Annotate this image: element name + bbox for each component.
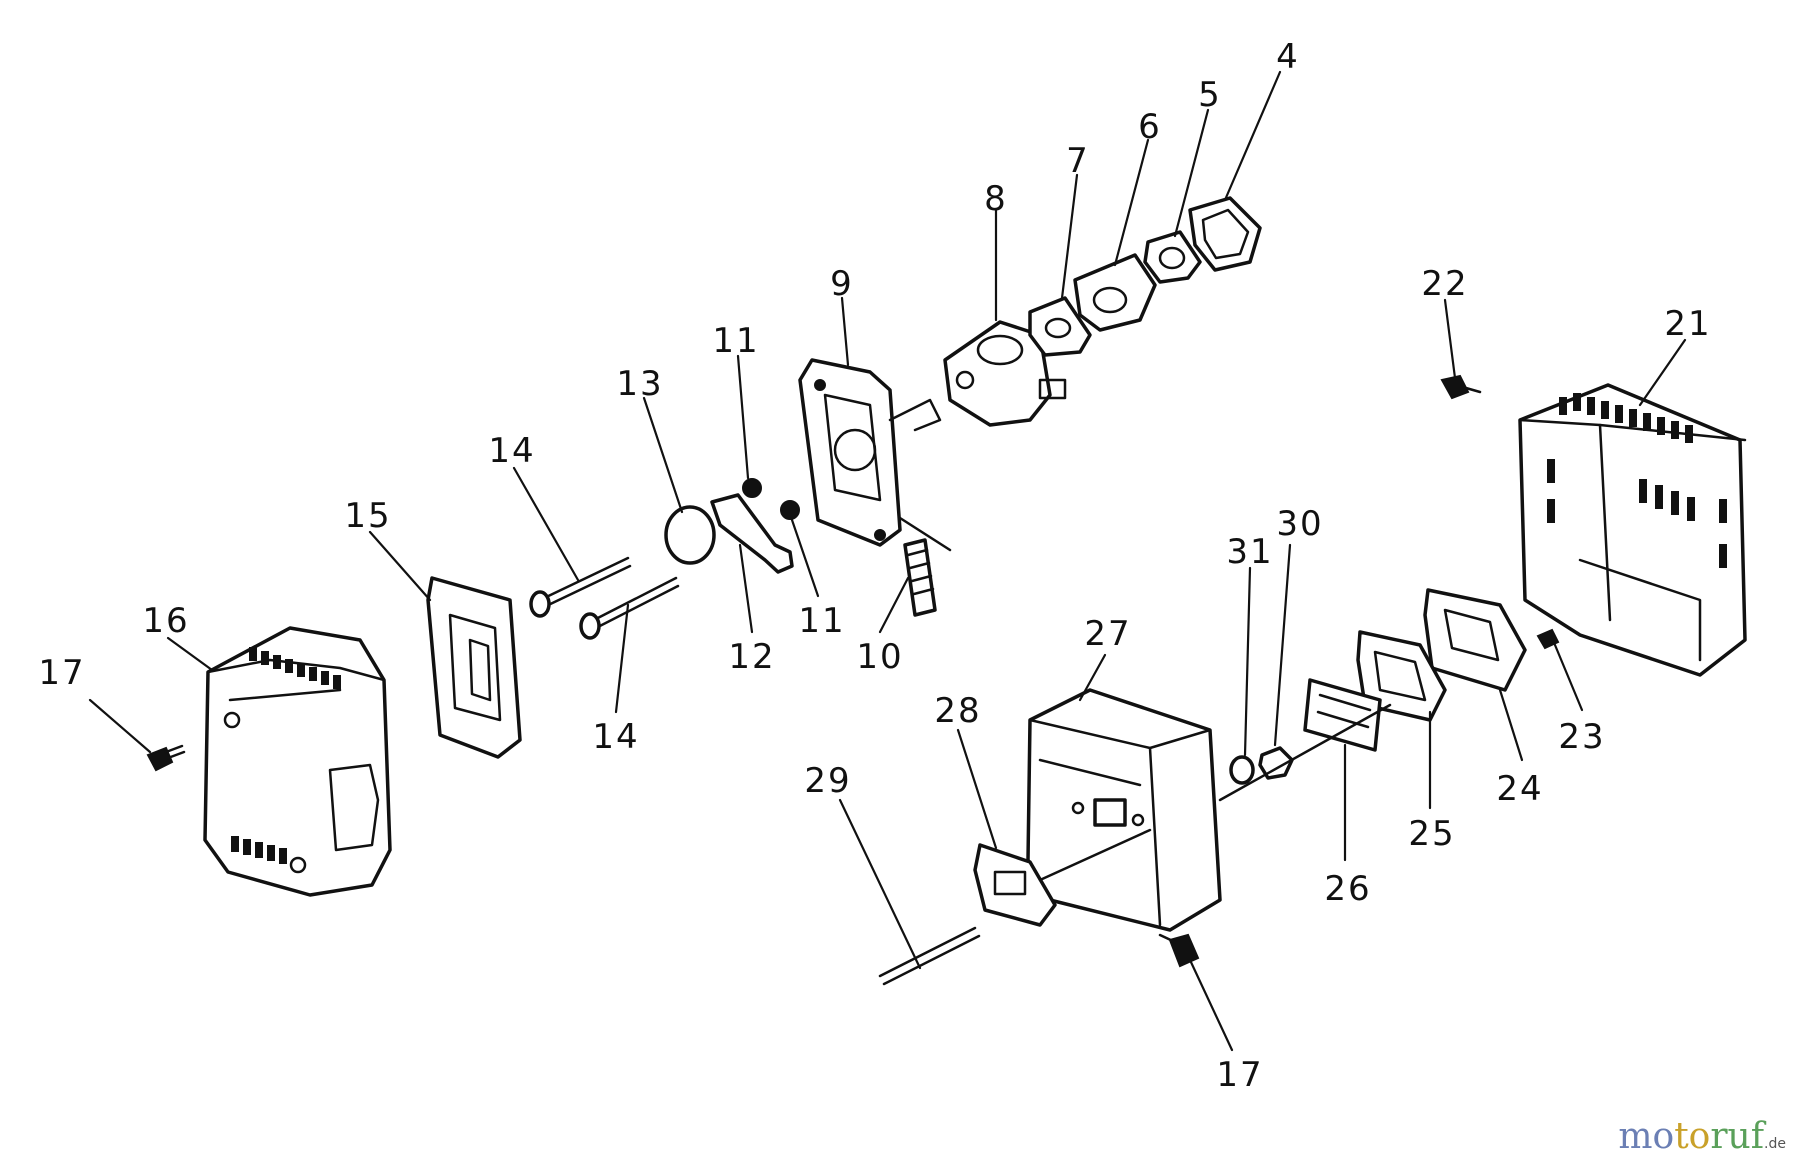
part-26-screen xyxy=(1303,678,1382,752)
part-14-bolt-lower xyxy=(579,576,680,640)
leader-5 xyxy=(1173,108,1210,238)
leader-4 xyxy=(1223,70,1282,202)
callout-31: 31 xyxy=(1226,532,1273,572)
leader-6 xyxy=(1113,138,1150,267)
part-4-gasket xyxy=(1188,196,1262,272)
part-17-screw-left xyxy=(146,744,186,772)
callout-11-upper: 11 xyxy=(712,321,759,361)
leader-15 xyxy=(368,530,432,602)
leader-31 xyxy=(1243,566,1252,757)
leader-12 xyxy=(738,543,754,634)
callout-28: 28 xyxy=(934,691,981,731)
leader-27 xyxy=(1078,653,1107,702)
leader-24 xyxy=(1498,688,1524,762)
leader-23 xyxy=(1553,643,1584,712)
part-23-screw xyxy=(1536,628,1560,650)
part-10-spring xyxy=(898,516,952,617)
part-29-stud xyxy=(878,926,981,986)
callout-9: 9 xyxy=(830,264,854,304)
part-30-nut xyxy=(1258,746,1294,780)
watermark-part-1: mo xyxy=(1618,1116,1675,1157)
part-31-washer xyxy=(1229,755,1255,785)
part-11-nut-lower xyxy=(780,500,800,520)
leader-9 xyxy=(840,296,850,367)
callout-30: 30 xyxy=(1276,504,1323,544)
callout-11-lower: 11 xyxy=(798,601,845,641)
part-28-gasket xyxy=(973,828,1152,927)
callout-16: 16 xyxy=(142,601,189,641)
leader-13 xyxy=(642,396,684,514)
part-5-gasket xyxy=(1143,230,1202,284)
part-16-air-cleaner-cover xyxy=(203,626,392,897)
callout-25: 25 xyxy=(1408,814,1455,854)
leader-29 xyxy=(838,798,922,970)
part-13-choke-plate xyxy=(664,505,716,565)
callout-10: 10 xyxy=(856,637,903,677)
leader-7 xyxy=(1060,173,1079,300)
callout-27: 27 xyxy=(1084,614,1131,654)
callout-6: 6 xyxy=(1138,107,1162,147)
leader-22 xyxy=(1443,298,1457,380)
callout-8: 8 xyxy=(984,179,1008,219)
leader-11b xyxy=(790,518,820,598)
leader-16 xyxy=(166,636,214,672)
part-22-screw xyxy=(1440,374,1482,400)
part-24-spark-arrester xyxy=(1423,588,1527,692)
callout-12: 12 xyxy=(728,637,775,677)
part-7-gasket xyxy=(1028,296,1092,357)
part-15-gasket xyxy=(426,576,522,759)
watermark-part-3: ruf xyxy=(1710,1116,1765,1157)
callout-labels: 4 5 6 7 8 9 10 11 11 12 13 14 14 15 16 1… xyxy=(38,37,1711,1095)
leader-17b xyxy=(1188,958,1234,1052)
leader-28 xyxy=(956,728,998,850)
part-8-carburetor xyxy=(943,320,1067,427)
callout-5: 5 xyxy=(1198,75,1222,115)
leader-21 xyxy=(1638,338,1687,407)
part-9-air-cleaner-base xyxy=(798,358,942,547)
leader-30 xyxy=(1273,543,1292,747)
watermark-logo: motoruf.de xyxy=(1618,1116,1786,1157)
leader-10 xyxy=(878,576,910,634)
callout-26: 26 xyxy=(1324,869,1371,909)
callout-7: 7 xyxy=(1066,141,1090,181)
callout-4: 4 xyxy=(1276,37,1300,77)
callout-14-lower: 14 xyxy=(592,717,639,757)
part-14-bolt-upper xyxy=(529,556,632,618)
watermark-part-4: .de xyxy=(1764,1136,1786,1152)
callout-17-left: 17 xyxy=(38,653,85,693)
callout-22: 22 xyxy=(1421,264,1468,304)
watermark-part-2: to xyxy=(1674,1116,1711,1157)
leader-lines xyxy=(88,70,1687,1052)
part-12-choke-lever xyxy=(710,493,794,574)
leader-11a xyxy=(736,354,750,480)
callout-21: 21 xyxy=(1664,304,1711,344)
callout-13: 13 xyxy=(616,364,663,404)
leader-14a xyxy=(512,466,580,582)
callout-17-bottom: 17 xyxy=(1216,1055,1263,1095)
callout-24: 24 xyxy=(1496,769,1543,809)
leader-17a xyxy=(88,698,152,754)
callout-15: 15 xyxy=(344,496,391,536)
part-17-screw-bottom xyxy=(1158,933,1200,968)
callout-29: 29 xyxy=(804,761,851,801)
leader-14b xyxy=(614,603,630,714)
part-11-nut-upper xyxy=(742,478,762,498)
callout-23: 23 xyxy=(1558,717,1605,757)
part-21-muffler-shield xyxy=(1518,383,1747,677)
part-6-insulator xyxy=(1073,253,1157,332)
callout-14-upper: 14 xyxy=(488,431,535,471)
